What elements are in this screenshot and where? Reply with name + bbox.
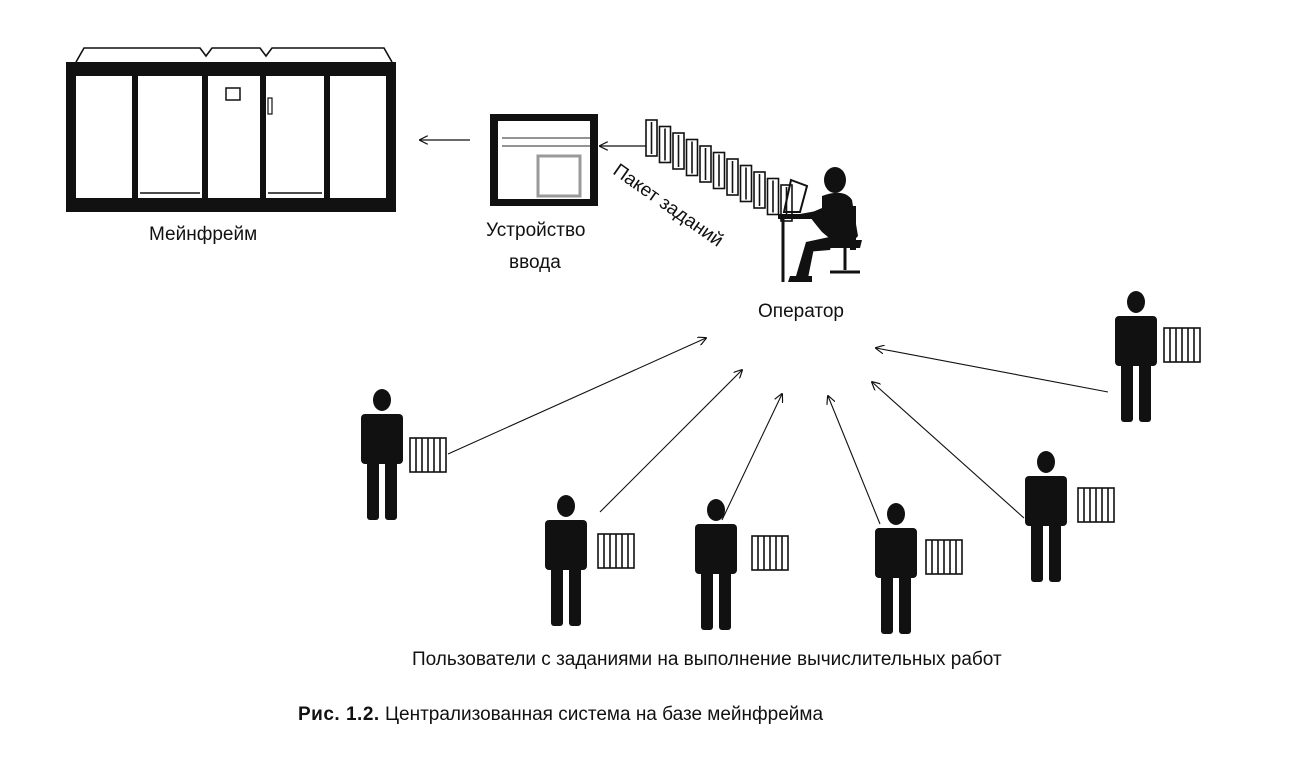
punch-card-deck-icon xyxy=(597,533,635,569)
punch-card-deck-icon xyxy=(1163,327,1201,363)
punch-card-deck-icon xyxy=(925,539,963,575)
punch-card-icon xyxy=(699,145,712,183)
punch-card-icon xyxy=(753,171,766,209)
person-icon xyxy=(545,495,587,626)
operator-at-terminal-icon xyxy=(778,167,862,282)
person-icon xyxy=(875,503,917,634)
person-icon xyxy=(1025,451,1067,582)
arrow-to-operator xyxy=(447,338,706,455)
card-reader-icon xyxy=(490,114,598,206)
punch-card-deck-icon xyxy=(1077,487,1115,523)
punch-card-icon xyxy=(712,151,726,190)
person-icon xyxy=(361,389,403,520)
arrow-to-operator xyxy=(872,382,1025,519)
punch-card-icon xyxy=(672,132,685,170)
arrow-to-operator xyxy=(876,348,1109,393)
operator-label: Оператор xyxy=(758,301,844,322)
punch-card-icon xyxy=(726,158,739,196)
punch-card-icon xyxy=(645,119,658,157)
user-arrows xyxy=(447,338,1109,525)
arrow-to-operator xyxy=(721,394,782,521)
arrow-to-operator xyxy=(599,370,742,513)
punch-card-deck-icon xyxy=(751,535,789,571)
punch-card-icon xyxy=(766,177,780,216)
users-group xyxy=(361,291,1201,634)
mainframe-label: Мейнфрейм xyxy=(149,224,258,245)
figure-number: Рис. 1.2. xyxy=(298,704,380,725)
punch-card-deck-icon xyxy=(409,437,447,473)
arrow-to-operator xyxy=(828,396,881,525)
person-icon xyxy=(695,499,737,630)
punch-card-icon xyxy=(658,125,672,164)
input-device-label-line2: ввода xyxy=(509,252,561,273)
input-device-label-line1: Устройство xyxy=(486,220,586,241)
users-label: Пользователи с заданиями на выполнение в… xyxy=(412,649,1002,670)
punch-card-icon xyxy=(685,138,699,177)
person-icon xyxy=(1115,291,1157,422)
punch-card-icon xyxy=(739,164,753,203)
figure-caption-text: Централизованная система на базе мейнфре… xyxy=(384,704,824,725)
mainframe-cabinet-icon xyxy=(66,47,396,212)
figure-caption: Рис. 1.2. Централизованная система на ба… xyxy=(298,704,823,726)
